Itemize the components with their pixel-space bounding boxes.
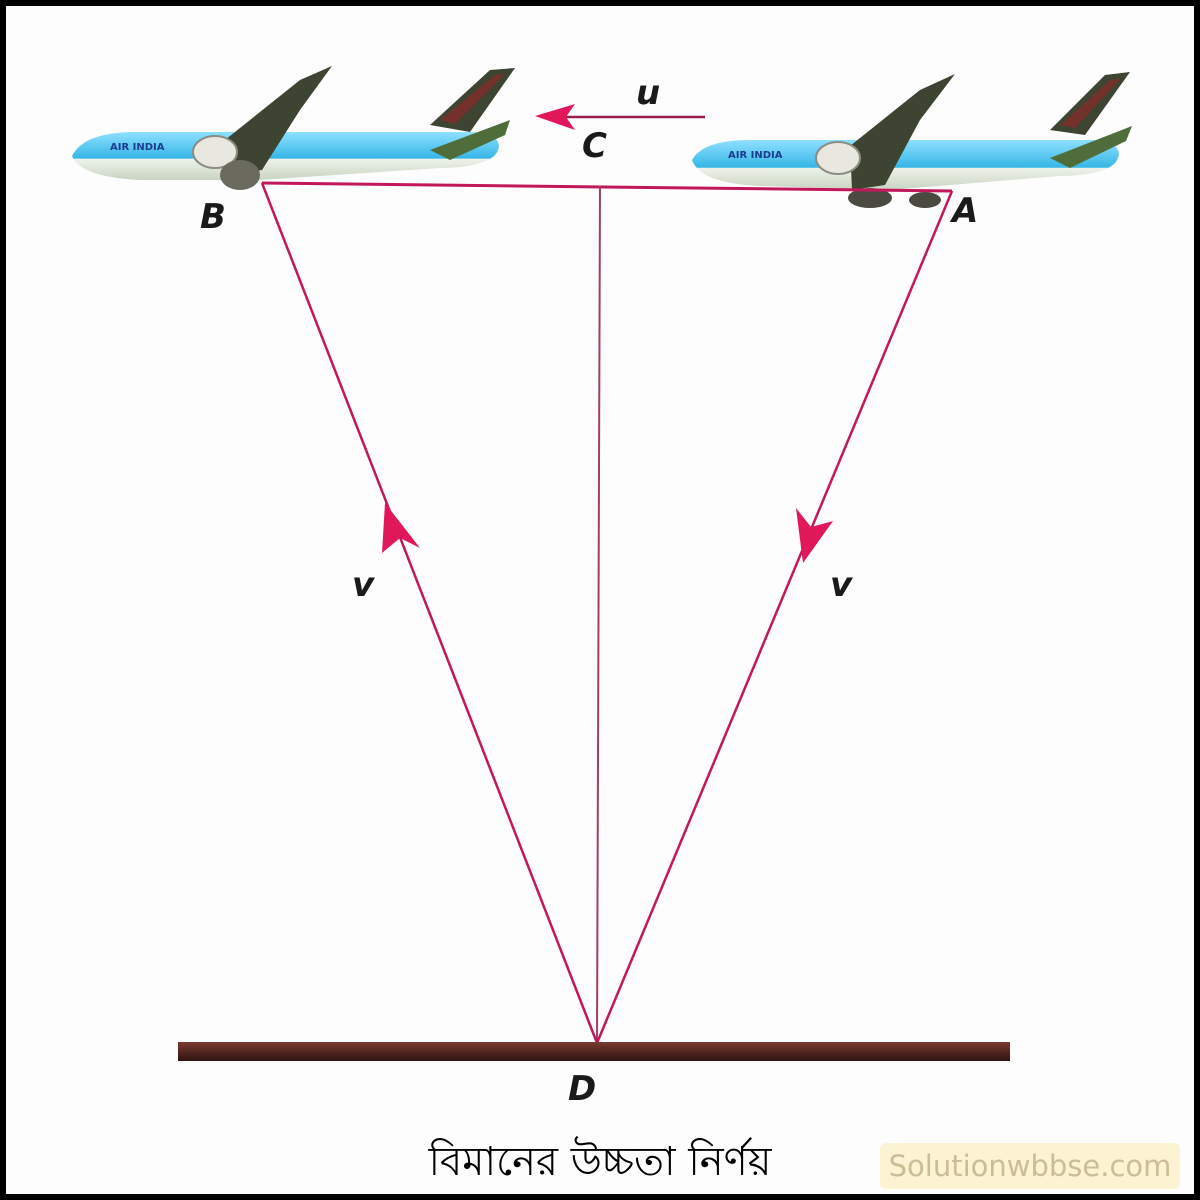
velocity-u-arrow bbox=[535, 104, 705, 130]
label-d: D bbox=[568, 1069, 596, 1109]
airplane-a-marking: AIR INDIA bbox=[728, 150, 783, 161]
line-ad bbox=[595, 190, 954, 1044]
airplane-a: AIR INDIA bbox=[692, 72, 1132, 208]
line-db bbox=[260, 182, 599, 1044]
line-cd bbox=[596, 185, 601, 1044]
arrowhead-down-icon bbox=[796, 508, 833, 563]
line-ba bbox=[261, 181, 953, 193]
label-c: C bbox=[582, 126, 607, 166]
label-u: u bbox=[636, 73, 660, 113]
label-v-left: v bbox=[352, 565, 376, 605]
arrowhead-up-icon bbox=[382, 503, 420, 553]
label-b: B bbox=[200, 197, 226, 237]
label-v-right: v bbox=[830, 565, 854, 605]
label-a: A bbox=[949, 191, 978, 231]
ground-bar bbox=[178, 1042, 1010, 1061]
watermark: Solutionwbbse.com bbox=[880, 1143, 1180, 1189]
airplane-b: AIR INDIA bbox=[72, 66, 515, 190]
airplane-b-marking: AIR INDIA bbox=[110, 142, 165, 153]
figure-caption: বিমানের উচ্চতা নির্ণয় bbox=[428, 1139, 772, 1185]
